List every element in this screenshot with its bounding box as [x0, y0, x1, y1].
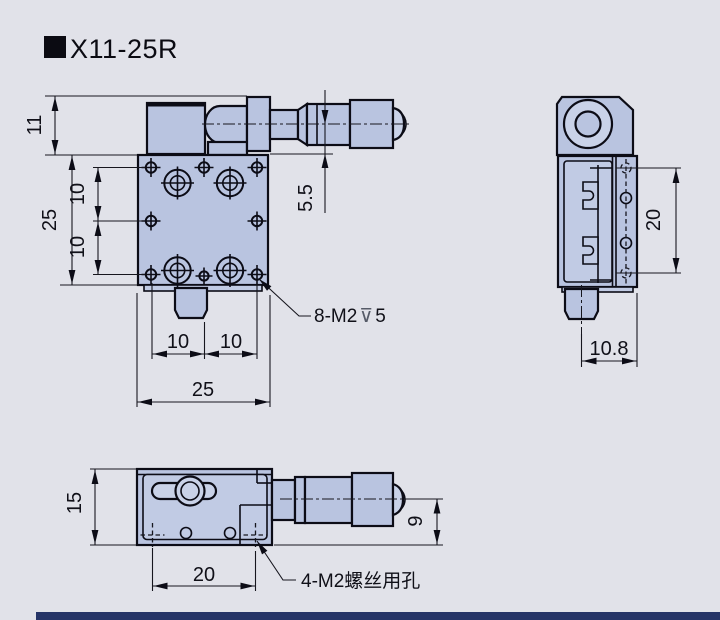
counterbore-hole: [161, 166, 194, 200]
bottom-view: 15 9 20 4-M2螺丝用孔: [64, 467, 443, 592]
dim-10-upper: 10: [67, 183, 89, 205]
hidden-screw-hole: [140, 523, 165, 547]
dim-10-lower: 10: [67, 236, 89, 258]
dim-11: 11: [24, 115, 46, 136]
dim-20-bottom: 20: [193, 564, 215, 586]
screw-callout: 4-M2螺丝用孔: [301, 570, 420, 592]
footer-bar: [36, 612, 720, 620]
micrometer-stem-bottom: [270, 478, 297, 522]
bottom-knob: [173, 286, 209, 320]
counterbore-hole: [213, 166, 247, 200]
micrometer-end-inner-circle: [574, 110, 602, 138]
m2-hole: [247, 158, 267, 177]
dim-25-bottom: 25: [192, 379, 214, 401]
carriage-block: [145, 101, 207, 156]
side-dimensions: 20 10.8: [580, 167, 681, 367]
drawing-title: X11-25R: [44, 34, 178, 64]
rail-tab-lower: [582, 236, 599, 265]
counterbore-holes: [161, 166, 247, 287]
dim-10-bottom-left: 10: [167, 331, 189, 353]
front-view: 11 25 10 10 5.5: [24, 90, 410, 407]
side-view: 20 10.8: [555, 95, 681, 367]
hidden-screw-hole: [243, 523, 268, 547]
bottom-dimensions: 15 9 20 4-M2螺丝用孔: [64, 468, 443, 592]
micrometer-ring-bottom: [293, 475, 307, 525]
counterbore-hole: [161, 254, 194, 287]
dim-15: 15: [64, 492, 86, 514]
bottom-hole: [223, 526, 237, 540]
thread-callout: 8-M2⊽5: [314, 306, 386, 327]
rail-tab-upper: [582, 181, 599, 210]
dim-10-bottom-right: 10: [220, 331, 242, 353]
dim-25-left: 25: [39, 209, 61, 231]
dim-9: 9: [405, 515, 427, 526]
spindle-clamp-jaw: [206, 140, 249, 157]
center-hole: [180, 481, 200, 501]
m2-hole: [247, 211, 267, 231]
counterbore-hole: [213, 254, 247, 287]
center-boss: [174, 475, 206, 507]
page-title: X11-25R: [70, 34, 178, 64]
stage-body: [136, 153, 270, 287]
bottom-hole: [179, 526, 193, 540]
dim-20-side: 20: [643, 209, 665, 231]
m2-hole: [195, 267, 213, 285]
dim-10-8: 10.8: [590, 338, 629, 360]
m2-hole: [247, 265, 267, 284]
ratchet-cap-bottom: [391, 482, 405, 517]
front-dimensions: 11 25 10 10 5.5: [24, 90, 386, 407]
dim-5-5: 5.5: [295, 184, 317, 212]
micrometer-barrel-bottom: [303, 475, 354, 525]
title-bullet-icon: [44, 36, 66, 58]
m2-hole: [194, 158, 214, 177]
side-bottom-knob: [563, 287, 600, 321]
